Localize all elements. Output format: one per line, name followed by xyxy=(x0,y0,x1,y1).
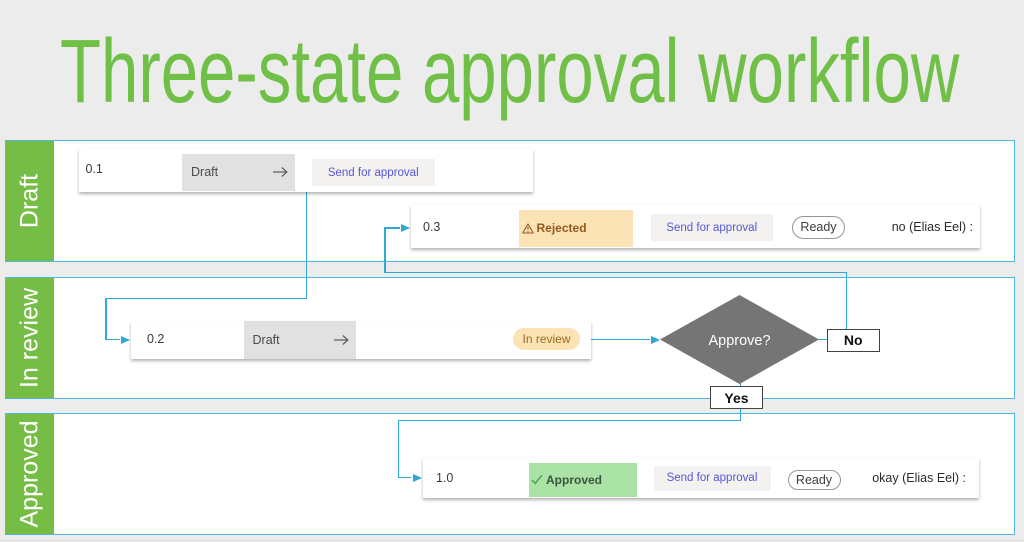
svg-text:Approve?: Approve? xyxy=(708,333,770,349)
